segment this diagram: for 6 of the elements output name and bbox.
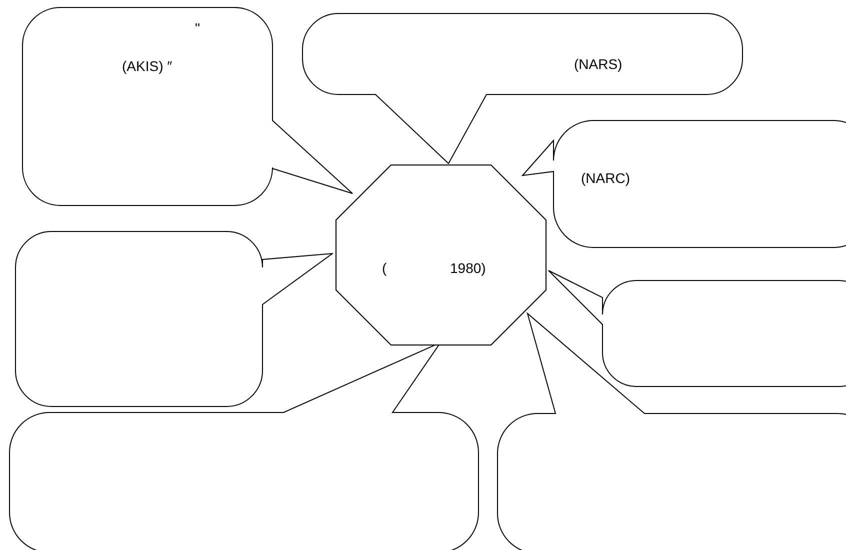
callout-text: (AKIS) ″ — [122, 58, 172, 74]
callout-text: 1980) — [450, 260, 486, 276]
callout-text: (NARS) — [574, 56, 622, 72]
callout-text: " — [195, 20, 200, 36]
callout-text: ( — [382, 260, 387, 276]
callout-text: (NARC) — [581, 170, 630, 186]
